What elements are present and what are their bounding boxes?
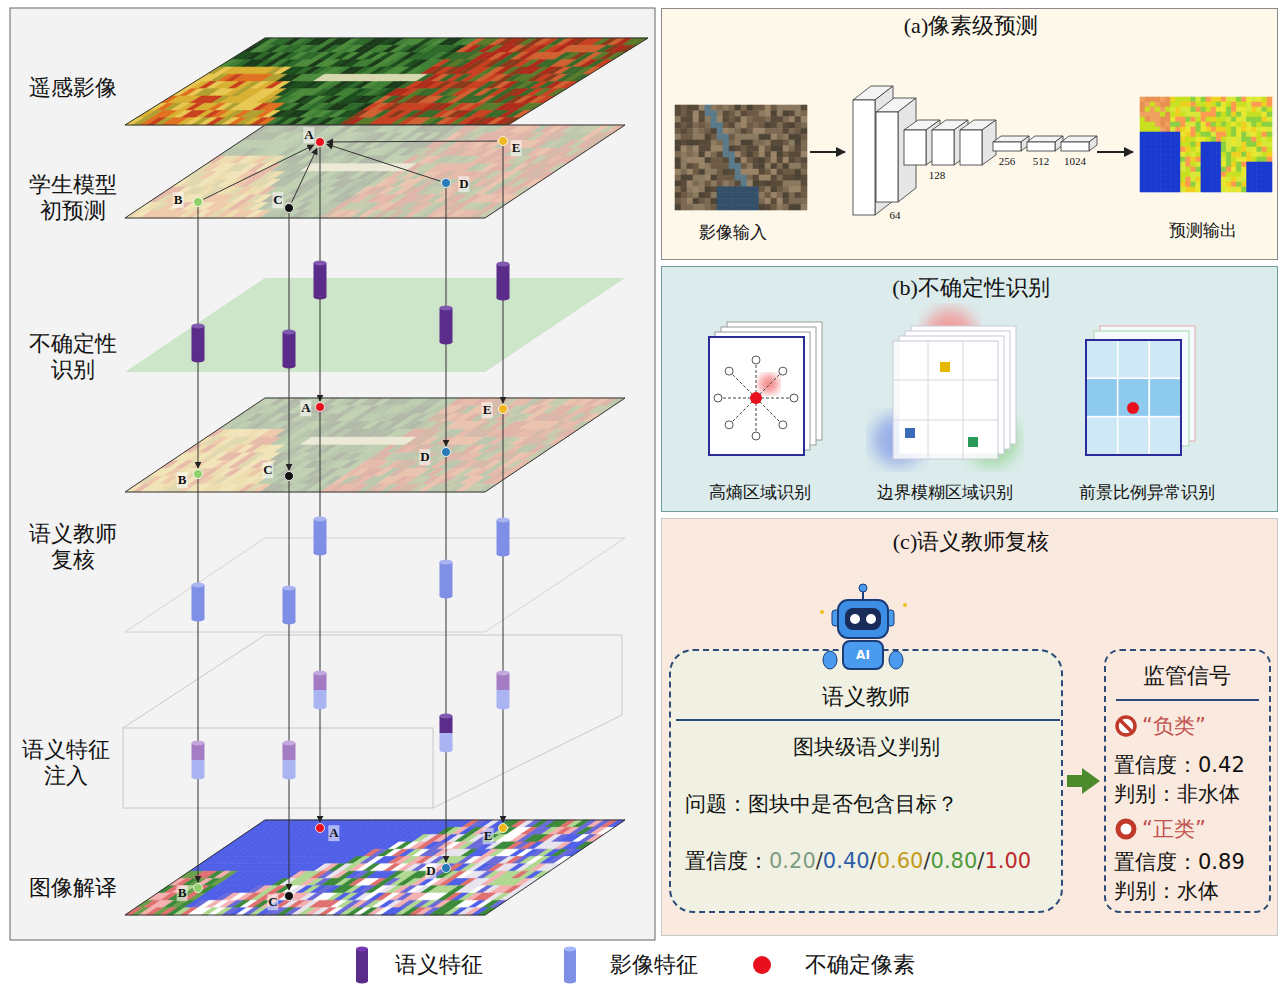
point-letter: B — [173, 192, 184, 208]
row-label: 不确定性 识别 — [25, 331, 122, 384]
refined-plane — [125, 398, 625, 492]
point-letter: E — [482, 402, 493, 418]
point-letter: E — [483, 828, 494, 844]
channel-number: 1024 — [1064, 155, 1086, 168]
confidence-text: 置信度：0.42 — [1114, 753, 1245, 777]
legend-cylinder — [351, 945, 373, 985]
row-label: 图像解译 — [29, 875, 117, 901]
output-map — [1140, 97, 1272, 192]
panel-b: (b)不确定性识别 — [661, 266, 1278, 512]
interpretation-plane — [125, 820, 625, 915]
point-letter: A — [328, 825, 339, 841]
class-tag: “正类” — [1142, 817, 1206, 841]
row-label: 遥感影像 — [29, 75, 117, 101]
point-letter: C — [262, 462, 273, 478]
question-text: 问题：图块中是否包含目标？ — [685, 792, 958, 816]
point-letter: A — [303, 127, 314, 143]
positive-icon — [1114, 817, 1138, 841]
figure-caption: 影像输入 — [699, 223, 767, 243]
uncertainty-plane — [125, 278, 625, 372]
panel-title: (c)语义教师复核 — [893, 529, 1049, 554]
panel-title: (b)不确定性识别 — [892, 275, 1050, 300]
left-panel — [10, 8, 655, 940]
student-plane — [125, 125, 625, 218]
point-letter: D — [458, 176, 469, 192]
icon-caption: 前景比例异常识别 — [1079, 483, 1215, 503]
confidence-value: 0.20 — [769, 849, 816, 873]
channel-number: 128 — [929, 169, 946, 182]
confidence-slash: / — [870, 849, 877, 873]
legend-cylinder — [559, 945, 581, 985]
point-letter: E — [511, 140, 522, 156]
point-letter: B — [177, 885, 188, 901]
legend-text: 不确定像素 — [805, 950, 915, 980]
network-blocks — [853, 86, 1097, 215]
confidence-prefix: 置信度： — [685, 849, 769, 873]
point-letter: B — [177, 472, 188, 488]
input-image — [675, 105, 807, 210]
point-letter: D — [425, 863, 436, 879]
decision-text: 判别：非水体 — [1114, 782, 1240, 806]
confidence-slash: / — [977, 849, 984, 873]
separator-line — [676, 719, 1060, 721]
teacher-plane — [125, 538, 625, 632]
teacher-box: 语义教师图块级语义判别问题：图块中是否包含目标？置信度：0.20/0.40/0.… — [669, 649, 1063, 913]
panel-c-fill — [661, 518, 1278, 936]
point-letter: D — [419, 449, 430, 465]
negative-icon — [1114, 714, 1138, 738]
point-letter: A — [300, 400, 311, 416]
icon-caption: 边界模糊区域识别 — [877, 483, 1013, 503]
confidence-text: 置信度：0.89 — [1114, 850, 1245, 874]
icon-caption: 高熵区域识别 — [709, 483, 811, 503]
remote-sensing-plane — [125, 38, 648, 125]
panel-b-fill — [661, 266, 1278, 512]
confidence-value: 0.80 — [931, 849, 978, 873]
legend-dot — [751, 945, 773, 985]
robot-badge: AI — [856, 648, 870, 662]
confidence-row: 置信度：0.20/0.40/0.60/0.80/1.00 — [685, 849, 1031, 873]
confidence-value: 0.60 — [877, 849, 924, 873]
confidence-value: 1.00 — [984, 849, 1031, 873]
legend-text: 语义特征 — [395, 950, 483, 980]
confidence-slash: / — [923, 849, 930, 873]
layer-stack — [123, 38, 648, 915]
channel-number: 256 — [999, 155, 1016, 168]
channel-number: 512 — [1033, 155, 1050, 168]
box-subheading: 图块级语义判别 — [793, 735, 940, 759]
confidence-value: 0.40 — [823, 849, 870, 873]
panel-c: 语义教师图块级语义判别问题：图块中是否包含目标？置信度：0.20/0.40/0.… — [661, 518, 1278, 936]
row-label: 学生模型 初预测 — [25, 172, 122, 225]
separator-line — [1116, 699, 1259, 701]
box-heading: 语义教师 — [822, 684, 910, 709]
flow-lines — [198, 141, 503, 890]
figure-caption: 预测输出 — [1169, 221, 1237, 241]
box-heading: 监管信号 — [1143, 663, 1231, 688]
panel-a-fill — [661, 8, 1278, 260]
channel-number: 64 — [890, 209, 901, 222]
row-label: 语义教师 复核 — [25, 521, 122, 574]
pixel-prediction-figure — [675, 86, 1272, 215]
legend-text: 影像特征 — [610, 950, 698, 980]
point-letter: C — [272, 192, 283, 208]
confidence-slash: / — [816, 849, 823, 873]
point-letter: C — [267, 894, 278, 910]
row-label: 语义特征 注入 — [18, 737, 115, 790]
uncertainty-icons — [709, 309, 1195, 466]
decision-text: 判别：水体 — [1114, 879, 1219, 903]
panel-backgrounds — [10, 8, 1278, 940]
class-tag: “负类” — [1142, 714, 1206, 738]
pixel-dots — [194, 137, 508, 901]
flow-arrow — [1067, 768, 1100, 794]
signal-box: 监管信号 “负类” 置信度：0.42 判别：非水体 “正类” 置信度：0.89 判别：水体 — [1104, 649, 1271, 913]
panel-title: (a)像素级预测 — [904, 13, 1038, 38]
feature-cylinders — [192, 261, 510, 780]
